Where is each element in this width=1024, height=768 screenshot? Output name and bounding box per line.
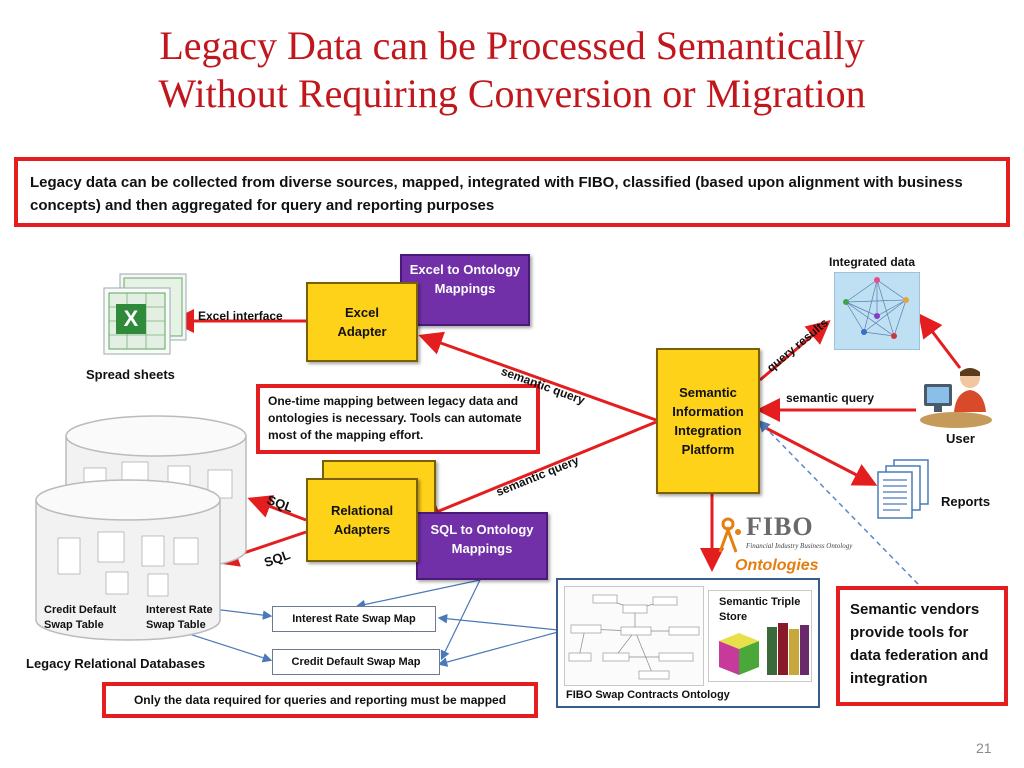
arrow-sql-1 [247,495,307,522]
sql-mappings-box: SQL to Ontology Mappings [416,512,548,580]
title-line-1: Legacy Data can be Processed Semanticall… [159,23,865,68]
ontology-diagram-thumbnail [564,586,704,686]
title-line-2: Without Requiring Conversion or Migratio… [158,71,866,116]
reports-label: Reports [941,494,991,509]
triple-store-label: Semantic Triple Store [719,596,801,623]
one-time-mapping-callout: One-time mapping between legacy data and… [256,384,540,454]
relational-adapters-box: Relational Adapters [306,478,418,562]
fibo-logo-text: FIBO [746,512,814,541]
arrow-reports [761,424,878,486]
irs-table-label: Interest Rate Swap Table [146,604,213,631]
excel-interface-label: Excel interface [198,309,283,323]
arrow-query-results [759,320,831,382]
user-icon [916,364,996,430]
vendors-callout: Semantic vendors provide tools for data … [836,586,1008,706]
arrow-user-integrated [918,313,962,369]
only-required-callout: Only the data required for queries and r… [102,682,538,718]
cds-table-label: Credit Default Swap Table [44,604,117,631]
cds-map-box: Credit Default Swap Map [272,649,440,675]
slide-title: Legacy Data can be Processed Semanticall… [0,22,1024,118]
legacy-db-label: Legacy Relational Databases [26,656,206,671]
spread-sheets-label: Spread sheets [86,367,175,382]
triple-store-thumbnail: Semantic Triple Store [708,590,812,682]
svg-text:X: X [124,306,139,331]
spreadsheet-icon: X [102,272,192,358]
database-cylinder-front [30,478,226,644]
fibo-logo-subtitle: Financial Industry Business Ontology [746,542,853,550]
integration-platform-box: Semantic Information Integration Platfor… [656,348,760,494]
ontologies-label: Ontologies [735,557,819,574]
irs-map-box: Interest Rate Swap Map [272,606,436,632]
arrow-semantic-query-excel [418,331,657,422]
swap-ontology-label: FIBO Swap Contracts Ontology [566,689,730,701]
document-icon [876,458,932,522]
fibo-logo: FIBO Financial Industry Business Ontolog… [716,512,852,556]
dashed-vendor-line [757,419,919,585]
network-graph-icon [833,271,921,351]
arrow-semantic-query-relational [416,420,657,523]
intro-box: Legacy data can be collected from divers… [14,157,1010,227]
integrated-data-label: Integrated data [829,255,916,269]
slide-number: 21 [976,740,992,756]
excel-mappings-box: Excel to Ontology Mappings [400,254,530,326]
user-label: User [946,431,975,446]
semantic-query-label-3: semantic query [786,391,875,405]
excel-adapter-box: Excel Adapter [306,282,418,362]
